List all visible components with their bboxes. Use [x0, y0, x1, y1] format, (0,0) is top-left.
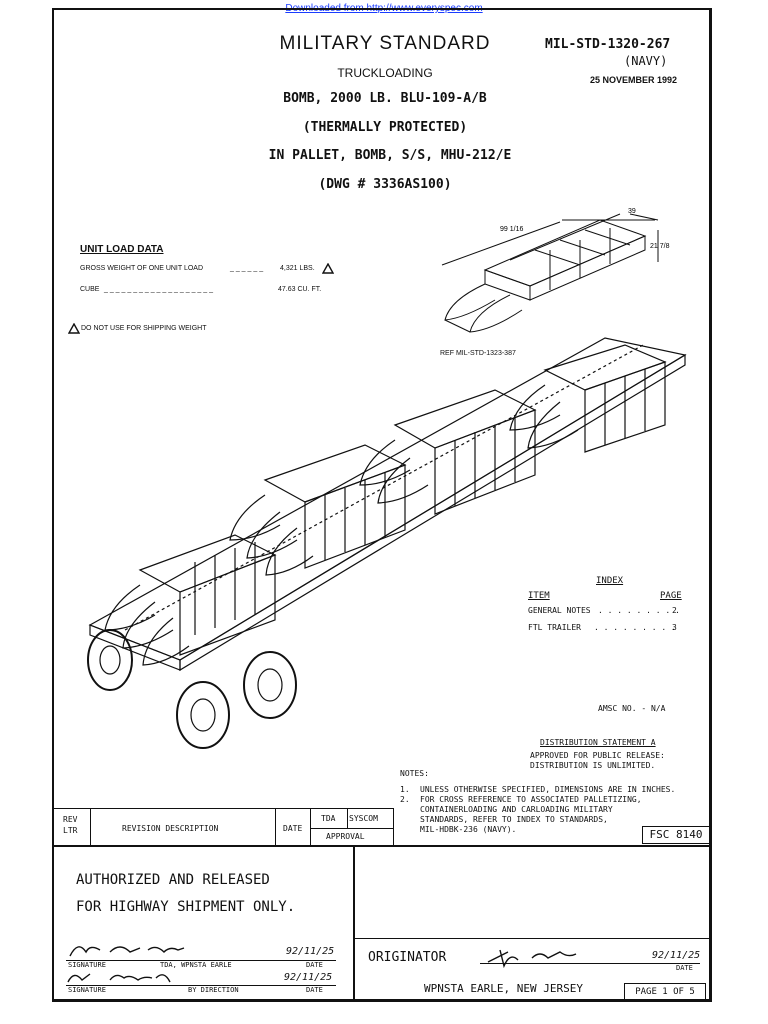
revision-divider	[275, 808, 276, 845]
signature-image	[69, 946, 185, 957]
index-row-item[interactable]: GENERAL NOTES	[528, 606, 591, 615]
distribution-heading: DISTRIBUTION STATEMENT A	[540, 738, 656, 747]
unit-load-weight-label: GROSS WEIGHT OF ONE UNIT LOAD	[80, 265, 204, 272]
bottom-block-top	[52, 845, 712, 847]
signature-image	[67, 973, 171, 983]
page-number-box: PAGE 1 OF 5	[624, 983, 706, 1001]
unit-load-note: DO NOT USE FOR SHIPPING WEIGHT	[81, 325, 207, 332]
unit-load-cube-value: 47.63 CU. FT.	[278, 286, 322, 293]
index-col-item: ITEM	[528, 591, 550, 601]
release-statement: FOR HIGHWAY SHIPMENT ONLY.	[76, 899, 296, 915]
index-row-page: 2	[672, 606, 677, 615]
signature-label: SIGNATURE	[68, 986, 106, 994]
doc-line-1: BOMB, 2000 LB. BLU-109-A/B	[283, 91, 487, 106]
rev-ltr-label: LTR	[63, 826, 78, 835]
amsc-number: AMSC NO. - N/A	[598, 704, 666, 713]
fsc-box: FSC 8140	[642, 826, 710, 844]
doc-line-2: (THERMALLY PROTECTED)	[302, 120, 468, 135]
unit-load-weight-leader: _ _ _ _ _ _	[230, 265, 264, 272]
unit-load-heading: UNIT LOAD DATA	[80, 244, 164, 255]
doc-title: MILITARY STANDARD	[279, 33, 491, 54]
reference-standard: REF MIL-STD-1323-387	[440, 350, 516, 357]
doc-number: MIL-STD-1320-267	[545, 37, 671, 52]
bottom-block-divider	[353, 845, 355, 1002]
unit-load-isometric-drawing: 99 1/16 39 21 7/8	[441, 208, 670, 333]
unit-load-cube-leader: _ _ _ _ _ _ _ _ _ _ _ _ _ _ _ _ _ _ _	[104, 286, 213, 293]
doc-line-3: IN PALLET, BOMB, S/S, MHU-212/E	[268, 148, 512, 163]
index-row-page: 3	[672, 623, 677, 632]
unit-load-cube-label: CUBE	[80, 286, 100, 293]
index-heading: INDEX	[596, 576, 624, 586]
note-text: UNLESS OTHERWISE SPECIFIED, DIMENSIONS A…	[420, 785, 676, 794]
index-row-leader: . . . . . . . . .	[598, 606, 680, 615]
originator-label: ORIGINATOR	[368, 950, 447, 965]
distribution-line-2: DISTRIBUTION IS UNLIMITED.	[530, 761, 656, 770]
signature-label: SIGNATURE	[68, 961, 106, 969]
doc-branch: (NAVY)	[624, 54, 668, 68]
note-text: FOR CROSS REFERENCE TO ASSOCIATED PALLET…	[420, 795, 642, 804]
note-text: STANDARDS, REFER TO INDEX TO STANDARDS,	[420, 815, 608, 824]
doc-date: 25 NOVEMBER 1992	[590, 75, 678, 85]
dim-height: 21 7/8	[650, 243, 670, 250]
index-row-item[interactable]: FTL TRAILER	[528, 623, 581, 632]
revision-description-label: REVISION DESCRIPTION	[122, 824, 219, 833]
originator-date-label: DATE	[676, 964, 693, 972]
unit-load-weight-value: 4,321 LBS.	[280, 265, 315, 272]
revision-divider	[310, 828, 394, 829]
release-statement: AUTHORIZED AND RELEASED	[76, 872, 270, 888]
dim-length: 99 1/16	[500, 226, 523, 233]
dim-width: 39	[628, 208, 636, 215]
revision-divider	[310, 808, 311, 845]
revision-divider	[90, 808, 91, 845]
index-row-leader: . . . . . . . . .	[594, 623, 676, 632]
note-text: CONTAINERLOADING AND CARLOADING MILITARY	[420, 805, 613, 814]
signature-date-value: 92/11/25	[284, 972, 333, 983]
signature-date-value: 92/11/25	[286, 946, 335, 957]
notes-heading: NOTES:	[400, 769, 429, 778]
signature-role: BY DIRECTION	[188, 986, 239, 994]
signature-line	[66, 985, 336, 986]
revision-date-label: DATE	[283, 824, 303, 833]
originator-signature-line	[480, 963, 700, 964]
drawing-frame	[52, 8, 712, 1002]
revision-divider	[347, 808, 348, 828]
signature-date-label: DATE	[306, 986, 323, 994]
syscom-label: SYSCOM	[349, 814, 378, 823]
distribution-line-1: APPROVED FOR PUBLIC RELEASE:	[530, 751, 665, 760]
note-number: 1.	[400, 785, 410, 794]
originator-date-value: 92/11/25	[652, 950, 701, 961]
signature-role: TDA, WPNSTA EARLE	[160, 961, 232, 969]
rev-ltr-label: REV	[63, 815, 78, 824]
doc-subtitle: TRUCKLOADING	[337, 66, 433, 80]
revision-table-top	[52, 808, 394, 809]
note-number: 2.	[400, 795, 410, 804]
trailer-isometric-drawing	[87, 337, 687, 749]
originator-signature-image	[487, 949, 577, 969]
warning-triangle-icon	[68, 323, 80, 334]
originator-location: WPNSTA EARLE, NEW JERSEY	[424, 982, 583, 995]
tda-label: TDA	[321, 814, 336, 823]
signature-line	[66, 960, 336, 961]
warning-triangle-icon	[322, 263, 334, 274]
approval-label: APPROVAL	[326, 832, 365, 841]
signature-date-label: DATE	[306, 961, 323, 969]
originator-divider	[353, 938, 712, 939]
index-col-page: PAGE	[660, 591, 682, 601]
doc-line-4: (DWG # 3336AS100)	[318, 177, 452, 192]
revision-divider	[393, 808, 394, 845]
note-text: MIL-HDBK-236 (NAVY).	[420, 825, 517, 834]
